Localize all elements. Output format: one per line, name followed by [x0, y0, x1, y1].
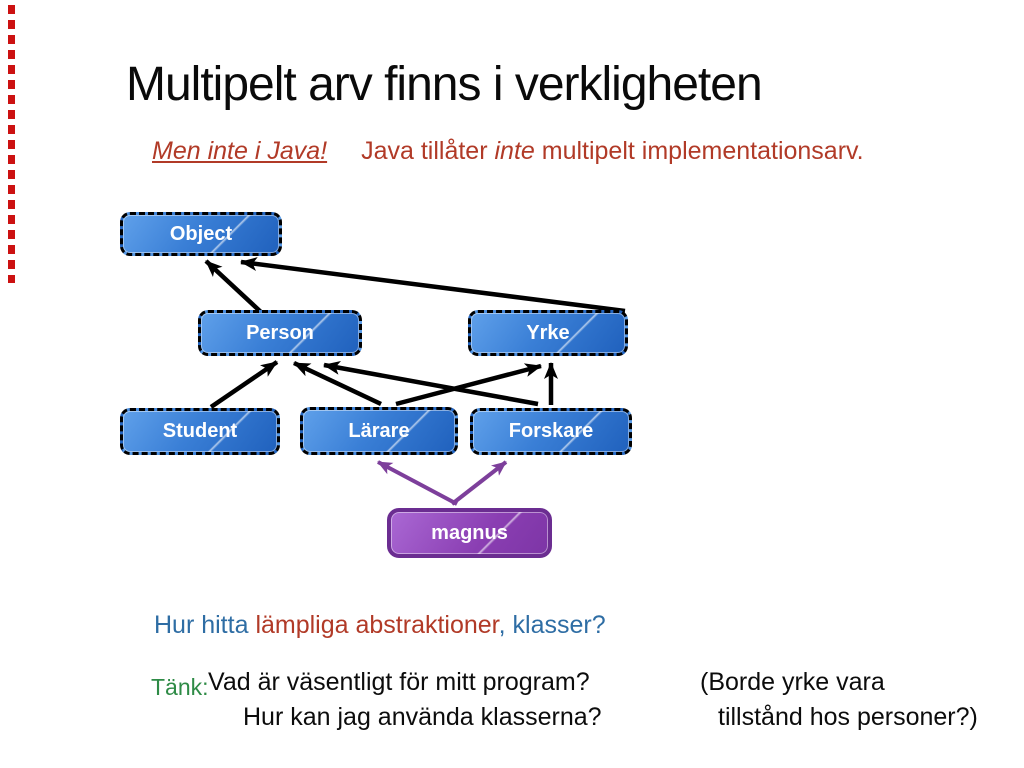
- arrow-larare-to-person: [293, 360, 382, 407]
- arrow-student-to-person: [209, 360, 279, 409]
- arrow-forskare-to-person: [323, 360, 539, 407]
- question-blue-end: , klasser?: [498, 611, 606, 639]
- instance-box-magnus-label: magnus: [431, 521, 508, 544]
- left-edge-red-dashed-border: [8, 5, 15, 283]
- think-label: Tänk:: [151, 674, 209, 700]
- class-box-student-label: Student: [162, 420, 238, 442]
- arrow-magnus-to-larare: [377, 460, 458, 506]
- question-blue-start: Hur hitta: [154, 611, 256, 639]
- aside-line2: tillstånd hos personer?): [718, 703, 978, 731]
- instance-box-magnus: magnus: [387, 508, 552, 558]
- class-box-forskare: Forskare: [470, 408, 632, 455]
- subtitle-rest-post: multipelt implementationsarv.: [534, 137, 864, 165]
- arrow-yrke-to-object: [240, 257, 626, 314]
- subtitle-rest-italic: inte: [494, 137, 535, 165]
- class-box-larare: Lärare: [300, 407, 458, 455]
- subtitle-rest: Java tillåter inte multipelt implementat…: [361, 137, 864, 165]
- subtitle-emphasis: Men inte i Java!: [152, 137, 328, 165]
- class-box-yrke: Yrke: [468, 310, 628, 356]
- class-box-forskare-label: Forskare: [508, 420, 594, 442]
- slide-subtitle: Men inte i Java! Java tillåter inte multi…: [152, 137, 864, 166]
- class-box-object-label: Object: [169, 222, 233, 245]
- class-box-larare-label: Lärare: [348, 419, 410, 442]
- question-line: Hur hitta lämpliga abstraktioner, klasse…: [154, 611, 606, 640]
- think-line2: Hur kan jag använda klasserna?: [243, 703, 602, 731]
- question-red-middle: lämpliga abstraktioner: [255, 611, 499, 639]
- subtitle-rest-pre: Java tillåter: [361, 137, 495, 165]
- class-box-object: Object: [120, 212, 282, 256]
- class-box-yrke-label: Yrke: [526, 321, 570, 344]
- class-box-person: Person: [198, 310, 362, 356]
- aside-line1: (Borde yrke vara: [700, 668, 885, 696]
- slide-title: Multipelt arv finns i verkligheten: [126, 58, 763, 111]
- class-box-person-label: Person: [246, 321, 314, 344]
- arrow-magnus-to-forskare: [450, 460, 508, 506]
- arrow-larare-to-yrke: [395, 363, 542, 407]
- think-line1: Vad är väsentligt för mitt program?: [208, 668, 590, 696]
- arrow-person-to-object: [204, 259, 264, 315]
- class-box-student: Student: [120, 408, 280, 455]
